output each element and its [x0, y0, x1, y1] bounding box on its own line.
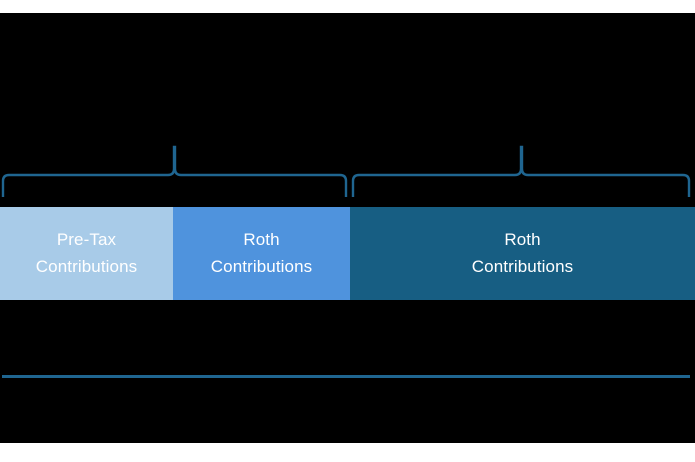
- bar-segment-roth-primary[interactable]: Roth Contributions: [173, 207, 350, 300]
- bar-segment-pretax[interactable]: Pre-Tax Contributions: [0, 207, 173, 300]
- bracket-left-shape: [2, 145, 347, 199]
- contribution-bar: Pre-Tax Contributions Roth Contributions…: [0, 207, 695, 300]
- bracket-right: [352, 145, 690, 199]
- bar-segment-roth-extra[interactable]: Roth Contributions: [350, 207, 695, 300]
- bar-segment-roth-primary-line1: Roth: [243, 229, 280, 249]
- bracket-left: [2, 145, 347, 199]
- bracket-right-shape: [352, 145, 690, 199]
- bar-segment-roth-primary-line2: Contributions: [210, 256, 313, 276]
- bar-segment-pretax-line2: Contributions: [35, 256, 138, 276]
- bar-segment-roth-extra-line1: Roth: [504, 229, 541, 249]
- bar-segment-roth-extra-line2: Contributions: [471, 256, 574, 276]
- bar-segment-pretax-line1: Pre-Tax: [56, 229, 117, 249]
- baseline-rule: [2, 375, 690, 378]
